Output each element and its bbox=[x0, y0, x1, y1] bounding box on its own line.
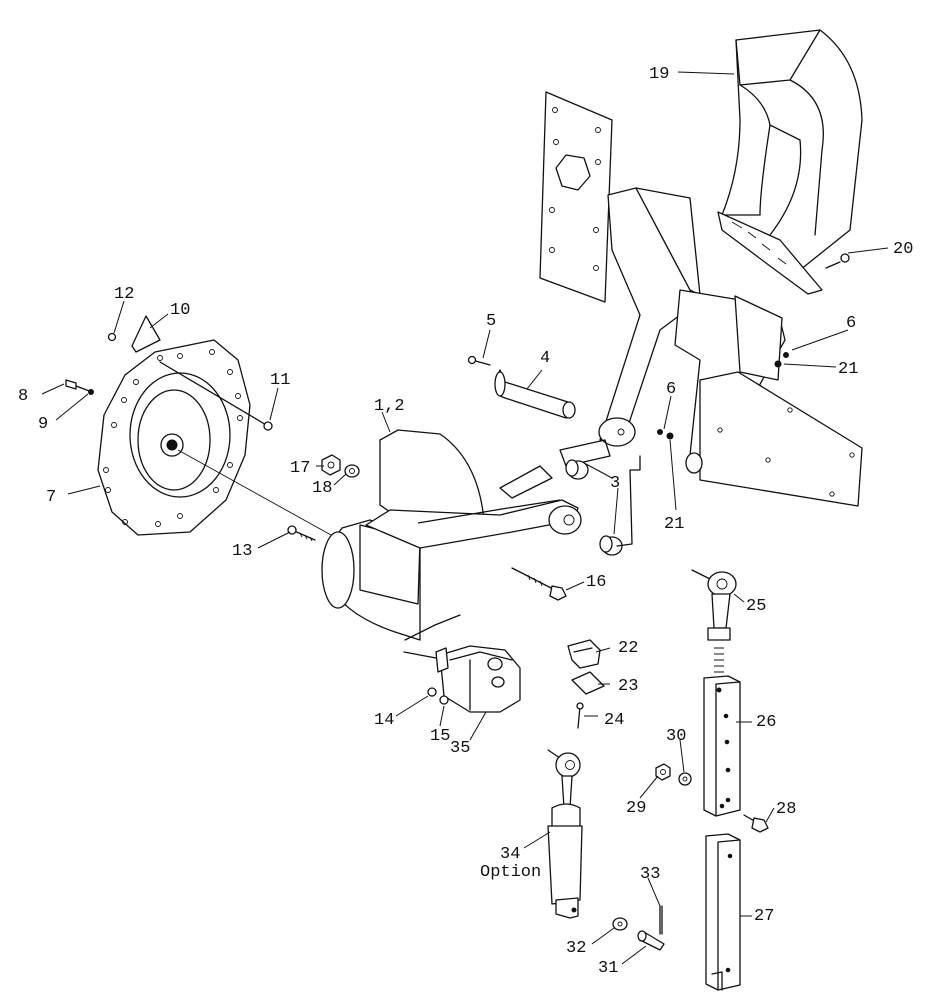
callout-21-upper: 21 bbox=[838, 360, 858, 379]
part-30-washer bbox=[678, 772, 692, 786]
part-12-nut bbox=[107, 332, 117, 342]
part-17-nut bbox=[321, 454, 341, 476]
callout-28: 28 bbox=[776, 800, 796, 819]
callout-5: 5 bbox=[486, 312, 496, 331]
part-35-hydraulic-motor bbox=[403, 645, 521, 713]
part-33-pin-clip bbox=[659, 905, 663, 935]
part-31-pin bbox=[637, 930, 665, 951]
callout-24: 24 bbox=[604, 711, 624, 730]
callout-26: 26 bbox=[756, 713, 776, 732]
part-13-bolt bbox=[287, 525, 316, 542]
callout-4: 4 bbox=[540, 349, 550, 368]
part-29-nut bbox=[655, 763, 671, 781]
callout-7: 7 bbox=[46, 488, 56, 507]
callout-18: 18 bbox=[312, 479, 332, 498]
part-24-screw bbox=[576, 702, 584, 729]
callout-34-option-note: Option bbox=[480, 863, 541, 882]
part-21-nut-a bbox=[666, 432, 674, 440]
part-6-washer-b bbox=[783, 352, 789, 358]
part-16-bolt bbox=[511, 567, 567, 601]
callout-27: 27 bbox=[754, 907, 774, 926]
callout-30: 30 bbox=[666, 727, 686, 746]
part-25-rod-end bbox=[691, 569, 737, 673]
part-9-washer bbox=[88, 389, 94, 395]
mounting-plate bbox=[539, 91, 613, 303]
part-32-washer bbox=[612, 917, 628, 931]
callout-31: 31 bbox=[598, 959, 618, 978]
part-18-washer bbox=[344, 464, 360, 478]
part-20-bolt bbox=[825, 253, 850, 269]
part-6-washer-a bbox=[657, 429, 663, 435]
part-7-wheel-disc bbox=[97, 339, 251, 536]
callout-10: 10 bbox=[170, 301, 190, 320]
part-10-bracket bbox=[131, 315, 161, 353]
part-15-nut bbox=[439, 695, 449, 705]
part-3-bushing-upper bbox=[559, 439, 611, 480]
callout-21-lower: 21 bbox=[664, 515, 684, 534]
callout-3: 3 bbox=[610, 474, 620, 493]
callout-35: 35 bbox=[450, 739, 470, 758]
part-3-bushing-lower bbox=[499, 455, 641, 556]
callout-1-2: 1,2 bbox=[374, 397, 405, 416]
callout-20: 20 bbox=[893, 240, 913, 259]
callout-12: 12 bbox=[114, 285, 134, 304]
part-14-washer bbox=[427, 687, 437, 697]
part-27-lower-tube bbox=[705, 833, 741, 991]
part-26-square-tube bbox=[703, 675, 741, 817]
callout-19: 19 bbox=[649, 65, 669, 84]
part-34-hydraulic-cylinder bbox=[547, 749, 583, 919]
callout-34: 34 bbox=[500, 845, 520, 864]
part-28-bolt bbox=[743, 814, 769, 833]
callout-23: 23 bbox=[618, 677, 638, 696]
leader-lines bbox=[41, 71, 889, 965]
callout-22: 22 bbox=[618, 639, 638, 658]
callout-16: 16 bbox=[586, 573, 606, 592]
part-5-bolt bbox=[467, 355, 491, 366]
callout-6-upper: 6 bbox=[846, 314, 856, 333]
part-11-bolt bbox=[159, 361, 273, 431]
part-19-spout bbox=[717, 29, 863, 295]
assembly-line-axle bbox=[177, 449, 341, 541]
callout-6-lower: 6 bbox=[666, 380, 676, 399]
main-frame-arm bbox=[598, 187, 863, 507]
part-22-clamp bbox=[567, 639, 601, 669]
part-21-nut-b bbox=[774, 360, 782, 368]
callout-8: 8 bbox=[18, 387, 28, 406]
callout-17: 17 bbox=[290, 459, 310, 478]
part-4-pivot-pin bbox=[494, 369, 576, 419]
callout-32: 32 bbox=[566, 939, 586, 958]
part-23-clamp-plate bbox=[571, 671, 605, 695]
callout-33: 33 bbox=[640, 865, 660, 884]
callout-15: 15 bbox=[430, 727, 450, 746]
callout-9: 9 bbox=[38, 415, 48, 434]
callout-14: 14 bbox=[374, 711, 394, 730]
callout-11: 11 bbox=[270, 371, 290, 390]
callout-25: 25 bbox=[746, 597, 766, 616]
callout-13: 13 bbox=[232, 542, 252, 561]
part-8-bolt bbox=[65, 379, 93, 393]
part-1-2-housing bbox=[321, 429, 582, 641]
callout-labels: 19 20 5 4 6 6 21 21 12 10 11 8 9 7 1,2 1… bbox=[18, 65, 913, 978]
callout-29: 29 bbox=[626, 799, 646, 818]
